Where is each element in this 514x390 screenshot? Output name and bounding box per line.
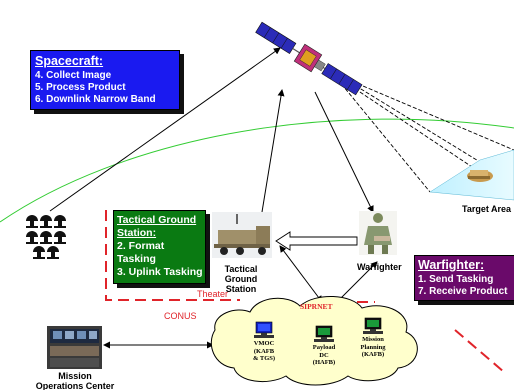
ground-station-label-line3: Station xyxy=(225,284,257,294)
spacecraft-title: Spacecraft: xyxy=(35,54,104,68)
ground-station-steps-box: Tactical Ground Station: 2. Format Taski… xyxy=(113,210,206,284)
payload-dc-label: Payload DC (HAFB) xyxy=(305,344,343,367)
ground-station-title-1: Tactical Ground xyxy=(117,214,197,226)
theater-label: Theater xyxy=(197,289,229,299)
planning-label-line3: (KAFB) xyxy=(361,351,385,358)
arrow-ground-station-to-spacecraft xyxy=(261,89,285,213)
warfighter-label: Warfighter xyxy=(357,262,402,272)
warfighter-figure-image xyxy=(359,211,397,255)
arrow-ground-station-to-network xyxy=(279,245,323,303)
ground-station-step-2-cont: Tasking xyxy=(117,253,156,265)
payload-label-line2: DC xyxy=(319,351,329,359)
warfighter-step-7: 7. Receive Product xyxy=(418,286,508,297)
ground-station-label: Tactical Ground Station xyxy=(208,264,274,294)
target-area-image xyxy=(467,170,493,182)
ground-station-step-2: 2. Format xyxy=(117,240,165,252)
vmoc-label-line1: VMOC xyxy=(253,340,275,347)
warfighter-steps-box: Warfighter: 1. Send Tasking 7. Receive P… xyxy=(414,255,514,301)
warfighter-title: Warfighter: xyxy=(418,258,485,272)
planning-label-line1: Mission xyxy=(362,336,384,343)
arrow-antennas-to-spacecraft xyxy=(49,47,281,212)
moc-label-line1: Mission xyxy=(58,371,92,381)
vmoc-label-line2: (KAFB xyxy=(253,347,275,355)
spacecraft-step-6: 6. Downlink Narrow Band xyxy=(35,94,156,105)
spacecraft-step-4: 4. Collect Image xyxy=(35,70,112,81)
arrow-warfighter-to-ground-station xyxy=(275,231,358,251)
ground-station-label-line1: Tactical xyxy=(224,264,258,274)
vmoc-computer-icon xyxy=(254,321,274,338)
orbit-line xyxy=(0,118,514,223)
vmoc-label: VMOC (KAFB & TGS) xyxy=(244,340,284,363)
arrow-spacecraft-to-warfighter xyxy=(314,91,374,213)
warfighter-step-1: 1. Send Tasking xyxy=(418,274,494,285)
moc-label-line2: Operations Center xyxy=(35,381,115,390)
ground-antennas-icon xyxy=(26,215,66,259)
siprnet-title: SIPRNET xyxy=(300,302,333,311)
spacecraft-step-5: 5. Process Product xyxy=(35,82,126,93)
ground-station-title-2: Station: xyxy=(117,227,157,239)
planning-computer-icon xyxy=(363,317,383,334)
ground-station-label-line2: Ground xyxy=(224,274,258,284)
mission-operations-center-image xyxy=(47,326,102,369)
payload-label-line3: (HAFB) xyxy=(312,359,336,366)
planning-label-line2: Planning xyxy=(360,343,386,351)
satellite-icon xyxy=(255,21,363,96)
conus-label: CONUS xyxy=(164,311,197,321)
ground-station-vehicle-image xyxy=(212,212,272,258)
target-area-label: Target Area xyxy=(462,204,512,214)
mission-operations-center-label: Mission Operations Center xyxy=(30,371,120,390)
vmoc-label-line3: & TGS) xyxy=(252,355,276,362)
spacecraft-steps-box: Spacecraft: 4. Collect Image 5. Process … xyxy=(30,50,180,110)
ground-station-step-3: 3. Uplink Tasking xyxy=(117,266,203,278)
mission-planning-label: Mission Planning (KAFB) xyxy=(354,336,392,359)
payload-computer-icon xyxy=(314,325,334,342)
payload-label-line1: Payload xyxy=(312,344,336,351)
